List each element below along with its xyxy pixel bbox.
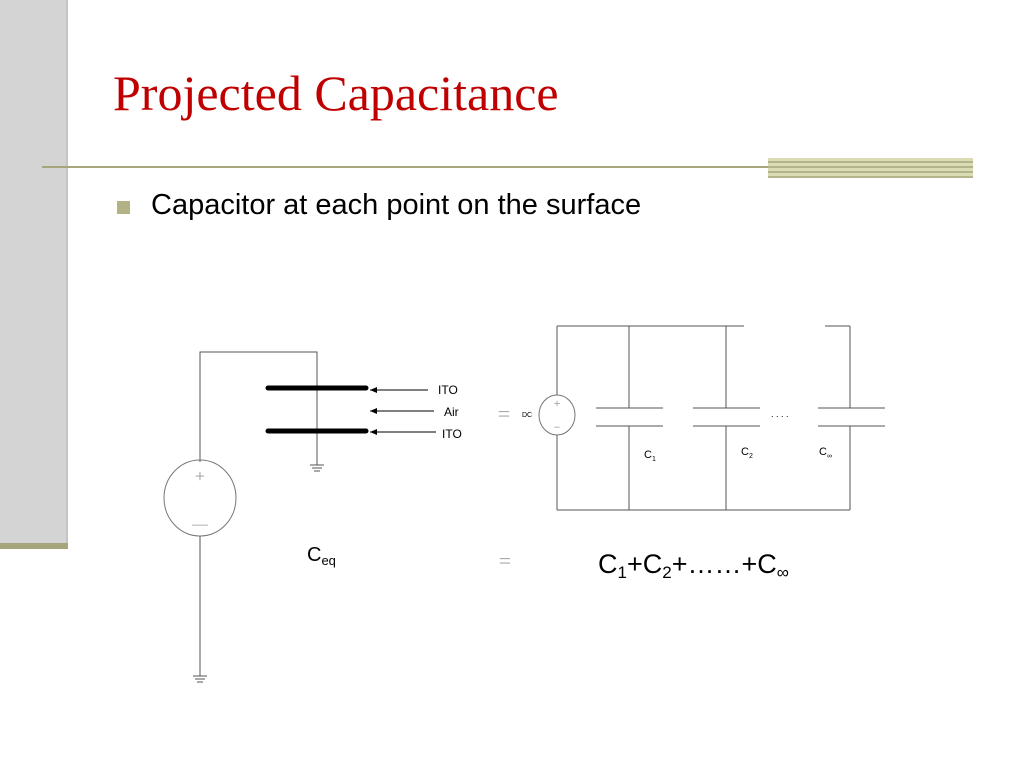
sidebar-edge: [66, 0, 68, 548]
ground-icon: [310, 464, 324, 472]
equals-sign-top: =: [498, 401, 510, 426]
capacitance-sum-equation: C1+C2+……+C∞: [598, 549, 789, 582]
sidebar-panel: [0, 0, 68, 548]
air-label: Air: [444, 405, 459, 419]
equals-sign-bottom: =: [499, 548, 511, 573]
source-plus-label: +: [195, 466, 205, 486]
c1-label: C1: [644, 449, 656, 463]
source-minus-label: —: [191, 516, 209, 533]
ito-top-label: ITO: [438, 383, 458, 397]
ellipsis-label: . . . .: [771, 409, 789, 419]
cinf-label: C∞: [819, 446, 832, 460]
ground-icon: [193, 675, 207, 683]
sidebar-footer-bar: [0, 543, 68, 549]
bullet-square-icon: [117, 201, 130, 214]
bullet-text: Capacitor at each point on the surface: [151, 189, 642, 221]
left-circuit: [163, 351, 324, 683]
left-source-wire-top: [199, 351, 318, 462]
title-divider: [42, 166, 768, 168]
title-divider-accent: [768, 158, 973, 178]
dc-minus-label: −: [554, 420, 561, 434]
ceq-label: Ceq: [307, 544, 336, 568]
dc-source-label: DC: [522, 412, 532, 419]
slide-title: Projected Capacitance: [113, 65, 559, 121]
c2-label: C2: [741, 446, 753, 460]
right-circuit: [538, 325, 885, 511]
ito-bottom-label: ITO: [442, 427, 462, 441]
dc-plus-label: +: [554, 396, 561, 410]
